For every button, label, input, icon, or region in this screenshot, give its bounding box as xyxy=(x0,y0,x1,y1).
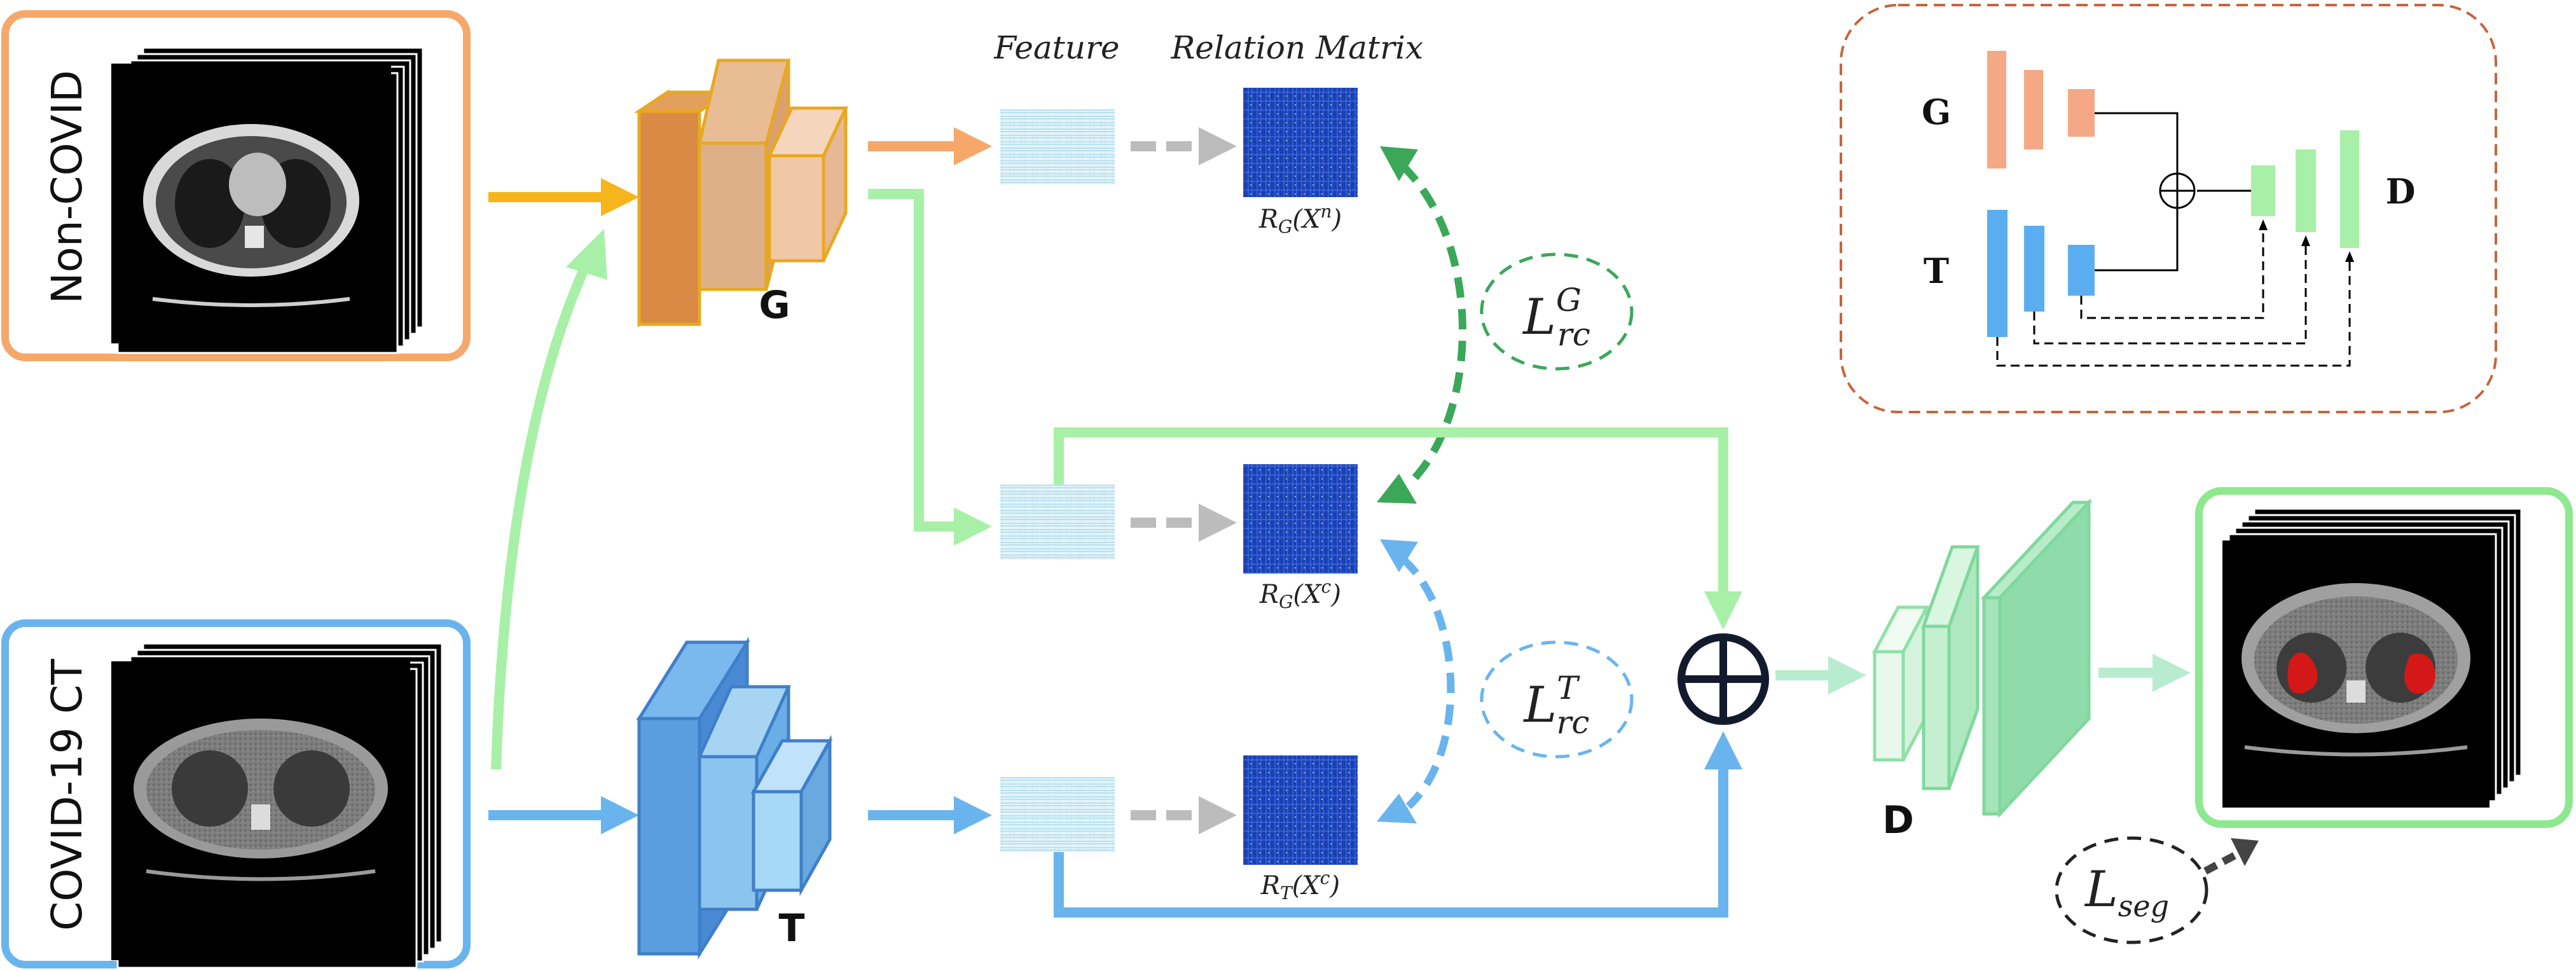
feature-map-g-covid xyxy=(1000,485,1115,560)
lseg-loss: Lseg xyxy=(2055,836,2259,944)
inset-d-label: D xyxy=(2386,171,2416,212)
non-covid-label: Non-COVID xyxy=(43,70,92,304)
g-to-covid-feature-arrow xyxy=(868,189,992,546)
relation-matrix-rt-xc xyxy=(1243,755,1358,865)
relation-matrix-rg-xn xyxy=(1243,88,1358,197)
lrc-t-double-arrow xyxy=(1377,539,1455,823)
g-to-feature-arrow xyxy=(868,127,992,165)
non-covid-input-box: Non-COVID xyxy=(1,10,471,361)
fusion-plus-operator xyxy=(1677,633,1769,725)
t-to-feature-arrow xyxy=(868,796,992,834)
decoder-d-label: D xyxy=(1882,798,1914,843)
relation-label-rg-xn: RG(Xn) xyxy=(1258,201,1342,237)
lesion-right xyxy=(2404,654,2435,694)
segmentation-output-box xyxy=(2195,487,2573,828)
t-feature-to-fusion xyxy=(1054,731,1742,918)
inset-t-label: T xyxy=(1924,251,1949,291)
relation-label-rg-xc: RG(Xc) xyxy=(1259,576,1341,612)
decoder-to-output-arrow xyxy=(2098,654,2191,692)
inset-g-label: G xyxy=(1922,92,1951,132)
non-covid-ct-stack xyxy=(111,46,424,354)
covid-ct-stack xyxy=(111,642,443,969)
encoder-t: T xyxy=(636,637,833,960)
relation-matrix-header: Relation Matrix xyxy=(1171,29,1424,66)
svg-text:Lseg: Lseg xyxy=(2084,861,2169,923)
encoder-g: G xyxy=(633,59,848,327)
feature-map-t-covid xyxy=(1000,777,1115,852)
feature-map-g-noncovid xyxy=(1000,109,1115,184)
lesion-left xyxy=(2287,652,2318,694)
relation-matrix-rg-xc xyxy=(1243,464,1358,574)
fusion-to-decoder-arrow xyxy=(1775,656,1866,694)
decoder-d: D xyxy=(1871,498,2093,843)
lrc-g-double-arrow xyxy=(1377,146,1467,504)
g-covid-feature-to-fusion xyxy=(1054,427,1742,630)
covid-to-t-arrow xyxy=(488,796,639,834)
covid-input-box: COVID-19 CT xyxy=(1,619,471,969)
relation-label-rt-xc: RT(Xc) xyxy=(1260,867,1340,904)
architecture-inset: G T D xyxy=(1840,4,2497,413)
covid-to-g-arrow xyxy=(491,229,607,770)
covid-label: COVID-19 CT xyxy=(43,659,92,931)
feature-header: Feature xyxy=(993,29,1119,66)
encoder-g-label: G xyxy=(759,283,790,327)
encoder-t-label: T xyxy=(779,906,805,951)
feature-to-matrix-arrows xyxy=(1131,127,1237,834)
non-covid-to-g-arrow xyxy=(488,178,639,216)
